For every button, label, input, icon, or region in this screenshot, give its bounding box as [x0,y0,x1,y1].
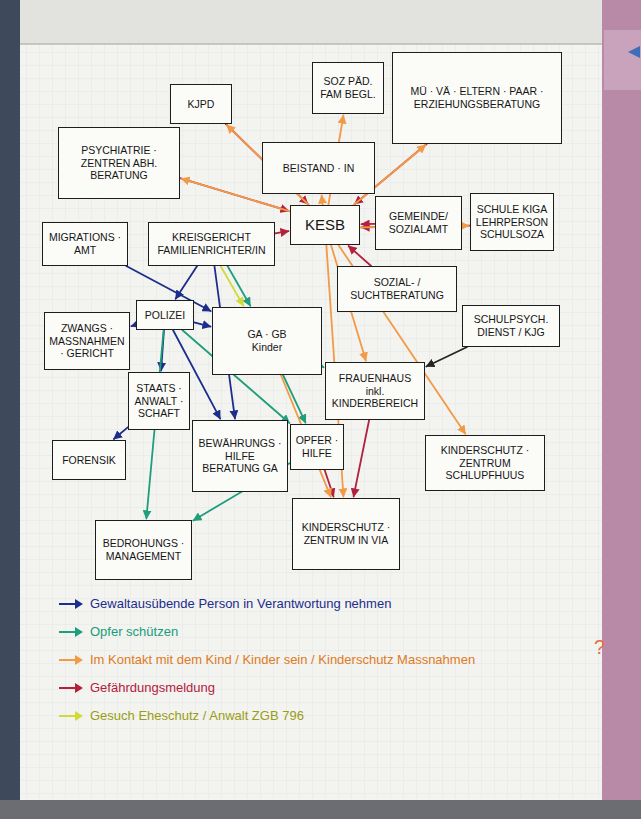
legend-entry: Gesuch Eheschutz / Anwalt ZGB 796 [58,708,304,723]
connector-arrow [349,246,372,266]
legend-sample [58,626,84,638]
legend-line [59,603,77,605]
left-wall [0,0,22,819]
legend-line [59,631,77,633]
legend-arrowhead [75,683,83,693]
node-text: SCHULE KIGA LEHRPERSON SCHULSOZA [474,203,550,241]
legend-line [59,715,77,717]
process-box: GA · GBKinder [212,307,322,375]
node-text: OPFER · HILFE [294,434,340,459]
node-text: POLIZEI [140,309,190,322]
process-box: KREISGERICHT FAMILIENRICHTER/IN [148,222,275,266]
legend-entry: Gefährdungsmeldung [58,680,215,695]
process-box: PSYCHIATRIE · ZENTREN ABH. BERATUNG [58,127,180,199]
node-text: SOZIAL- / SUCHTBERATUNG [341,276,453,301]
connector-arrow [354,420,370,497]
node-text: SOZ PÄD. FAM BEGL. [316,75,380,100]
node-text: STAATS · ANWALT · SCHAFT [132,382,186,420]
process-box: MÜ · VÄ · ELTERN · PAAR · ERZIEHUNGSBERA… [392,52,562,144]
right-wall [600,0,641,819]
legend-text: Opfer schützen [90,624,178,639]
node-text: FORENSIK [56,454,122,467]
process-box: KINDERSCHUTZ · ZENTRUM IN VIA [292,498,400,570]
floor-strip [0,800,641,819]
connector-arrow [275,231,289,233]
node-text: GA · GB [216,328,318,341]
connector-arrow [322,195,323,205]
legend-line [59,687,77,689]
legend-sample [58,598,84,610]
paper-fold [20,43,602,45]
node-text: Kinder [216,341,318,354]
margin-note: ? [594,636,605,659]
process-box: GEMEINDE/ SOZIALAMT [375,196,462,250]
paper-grid [20,44,602,798]
connector-arrow [322,366,324,369]
process-box: KESB [290,205,360,245]
legend-text: Gesuch Eheschutz / Anwalt ZGB 796 [90,708,304,723]
node-text: FRAUENHAUS inkl. KINDERBEREICH [329,372,421,410]
process-box: SOZ PÄD. FAM BEGL. [312,62,384,114]
node-text: KINDERSCHUTZ · ZENTRUM IN VIA [296,521,396,546]
legend-text: Gefährdungsmeldung [90,680,215,695]
node-text: MIGRATIONS · AMT [46,231,124,256]
process-box: STAATS · ANWALT · SCHAFT [128,372,190,430]
legend-sample [58,710,84,722]
node-text: ZWANGS · MASSNAHMEN · GERICHT [48,322,126,360]
legend-entry: Gewaltausübende Person in Verantwortung … [58,596,391,611]
node-text: BEDROHUNGS · MANAGEMENT [99,537,188,562]
node-text: KINDERSCHUTZ · ZENTRUM SCHLUPFHUUS [429,444,541,482]
wall-arrow [628,46,640,58]
process-box: SCHULE KIGA LEHRPERSON SCHULSOZA [470,193,554,251]
legend-sample [58,654,84,666]
legend-text: Im Kontakt mit dem Kind / Kinder sein / … [90,652,475,667]
node-text: PSYCHIATRIE · ZENTREN ABH. BERATUNG [62,144,176,182]
process-box: KINDERSCHUTZ · ZENTRUM SCHLUPFHUUS [425,435,545,491]
process-box: BEISTAND · IN [262,142,375,194]
process-box: BEWÄHRUNGS · HILFE BERATUNG GA [192,420,288,492]
node-text: KREISGERICHT FAMILIENRICHTER/IN [152,231,271,256]
connector-arrow [426,347,467,366]
paper-sheet [20,0,602,800]
connector-arrow [221,266,244,306]
node-text: SCHULPSYCH. DIENST / KJG [466,313,556,338]
node-text: GEMEINDE/ SOZIALAMT [379,210,458,235]
process-box: SOZIAL- / SUCHTBERATUNG [337,266,457,312]
node-text: KESB [294,216,356,234]
process-box: ZWANGS · MASSNAHMEN · GERICHT [44,312,130,370]
process-box: OPFER · HILFE [290,424,344,470]
paper-roll [20,0,602,44]
legend-entry: Im Kontakt mit dem Kind / Kinder sein / … [58,652,475,667]
legend-arrowhead [75,711,83,721]
connector-arrow [362,223,376,225]
process-box: FORENSIK [52,440,126,480]
process-box: FRAUENHAUS inkl. KINDERBEREICH [325,362,425,420]
process-box: KJPD [170,84,232,124]
process-box: SCHULPSYCH. DIENST / KJG [462,305,560,347]
legend-sample [58,682,84,694]
legend-arrowhead [75,599,83,609]
right-panel [604,30,641,90]
legend-entry: Opfer schützen [58,624,178,639]
node-text: BEISTAND · IN [266,162,371,175]
connector-arrow [194,322,211,326]
node-text: MÜ · VÄ · ELTERN · PAAR · ERZIEHUNGSBERA… [396,85,558,110]
legend-text: Gewaltausübende Person in Verantwortung … [90,596,391,611]
process-box: MIGRATIONS · AMT [42,222,128,266]
legend-line [59,659,77,661]
connector-arrow [114,427,128,439]
node-text: KJPD [174,98,228,111]
process-box: POLIZEI [136,300,194,330]
node-text: BEWÄHRUNGS · HILFE BERATUNG GA [196,437,284,475]
process-box: BEDROHUNGS · MANAGEMENT [95,520,192,580]
connector-arrow [283,375,305,423]
legend-arrowhead [75,655,83,665]
legend-arrowhead [75,627,83,637]
